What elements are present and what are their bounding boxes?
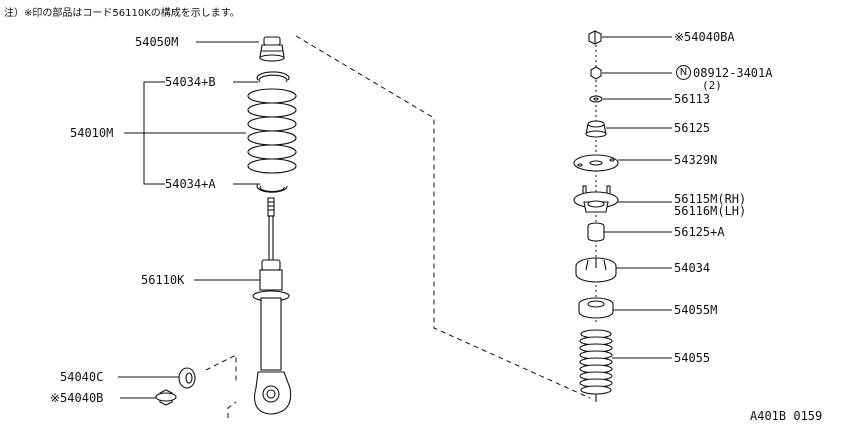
hex-nut-icon xyxy=(588,30,602,45)
label-54055M: 54055M xyxy=(674,303,718,317)
label-54034: 54034 xyxy=(674,261,711,275)
dust-boot-icon xyxy=(579,329,613,402)
label-56125-a: 56125+A xyxy=(674,225,725,239)
label-54040BA: ※54040BA xyxy=(674,30,735,44)
label-56116M: 56116M(LH) xyxy=(674,204,747,218)
label-54010M: 54010M xyxy=(70,126,114,140)
bump-stopper-icon xyxy=(259,36,285,62)
label-56113: 56113 xyxy=(674,92,711,106)
label-56125: 56125 xyxy=(674,121,711,135)
label-56110K: 56110K xyxy=(141,273,185,287)
label-08912-circle: N xyxy=(676,65,691,80)
label-54040C: 54040C xyxy=(60,370,104,384)
insulator-icon xyxy=(575,257,617,283)
hex-nut-icon xyxy=(590,66,602,80)
label-54034-b: 54034+B xyxy=(165,75,216,89)
label-54329N: 54329N xyxy=(674,153,718,167)
spring-seat-icon xyxy=(256,183,288,193)
assembly-outline-top xyxy=(295,35,591,399)
diagram-note: 注）※印の部品はコード56110Kの構成を示します。 xyxy=(4,8,240,19)
bound-bumper-icon xyxy=(578,297,614,319)
washer-icon xyxy=(178,367,196,389)
mount-plate-icon xyxy=(573,154,619,172)
leader-lines-left xyxy=(118,41,260,399)
flange-nut-icon xyxy=(155,389,177,406)
shock-absorber-icon xyxy=(252,197,292,415)
leader-lines-right xyxy=(602,36,672,359)
spring-seat-icon xyxy=(256,71,290,83)
label-08912-3401A: 08912-3401A xyxy=(693,66,773,80)
label-54040B: ※54040B xyxy=(50,391,104,405)
insulator-icon xyxy=(573,185,619,213)
label-08912-qty: (2) xyxy=(702,79,722,92)
bushing-icon xyxy=(587,222,605,242)
label-56115M: 56115M(RH) xyxy=(674,192,747,206)
label-54034-a: 54034+A xyxy=(165,177,216,191)
coil-spring-icon xyxy=(247,88,297,174)
assembly-outline-bottom xyxy=(227,401,237,418)
label-54055: 54055 xyxy=(674,351,711,365)
label-54050M: 54050M xyxy=(135,35,179,49)
assembly-outline-lower-left xyxy=(205,354,237,382)
washer-icon xyxy=(589,95,603,103)
diagram-id: A401B 0159 xyxy=(750,409,823,423)
bushing-icon xyxy=(585,120,607,138)
